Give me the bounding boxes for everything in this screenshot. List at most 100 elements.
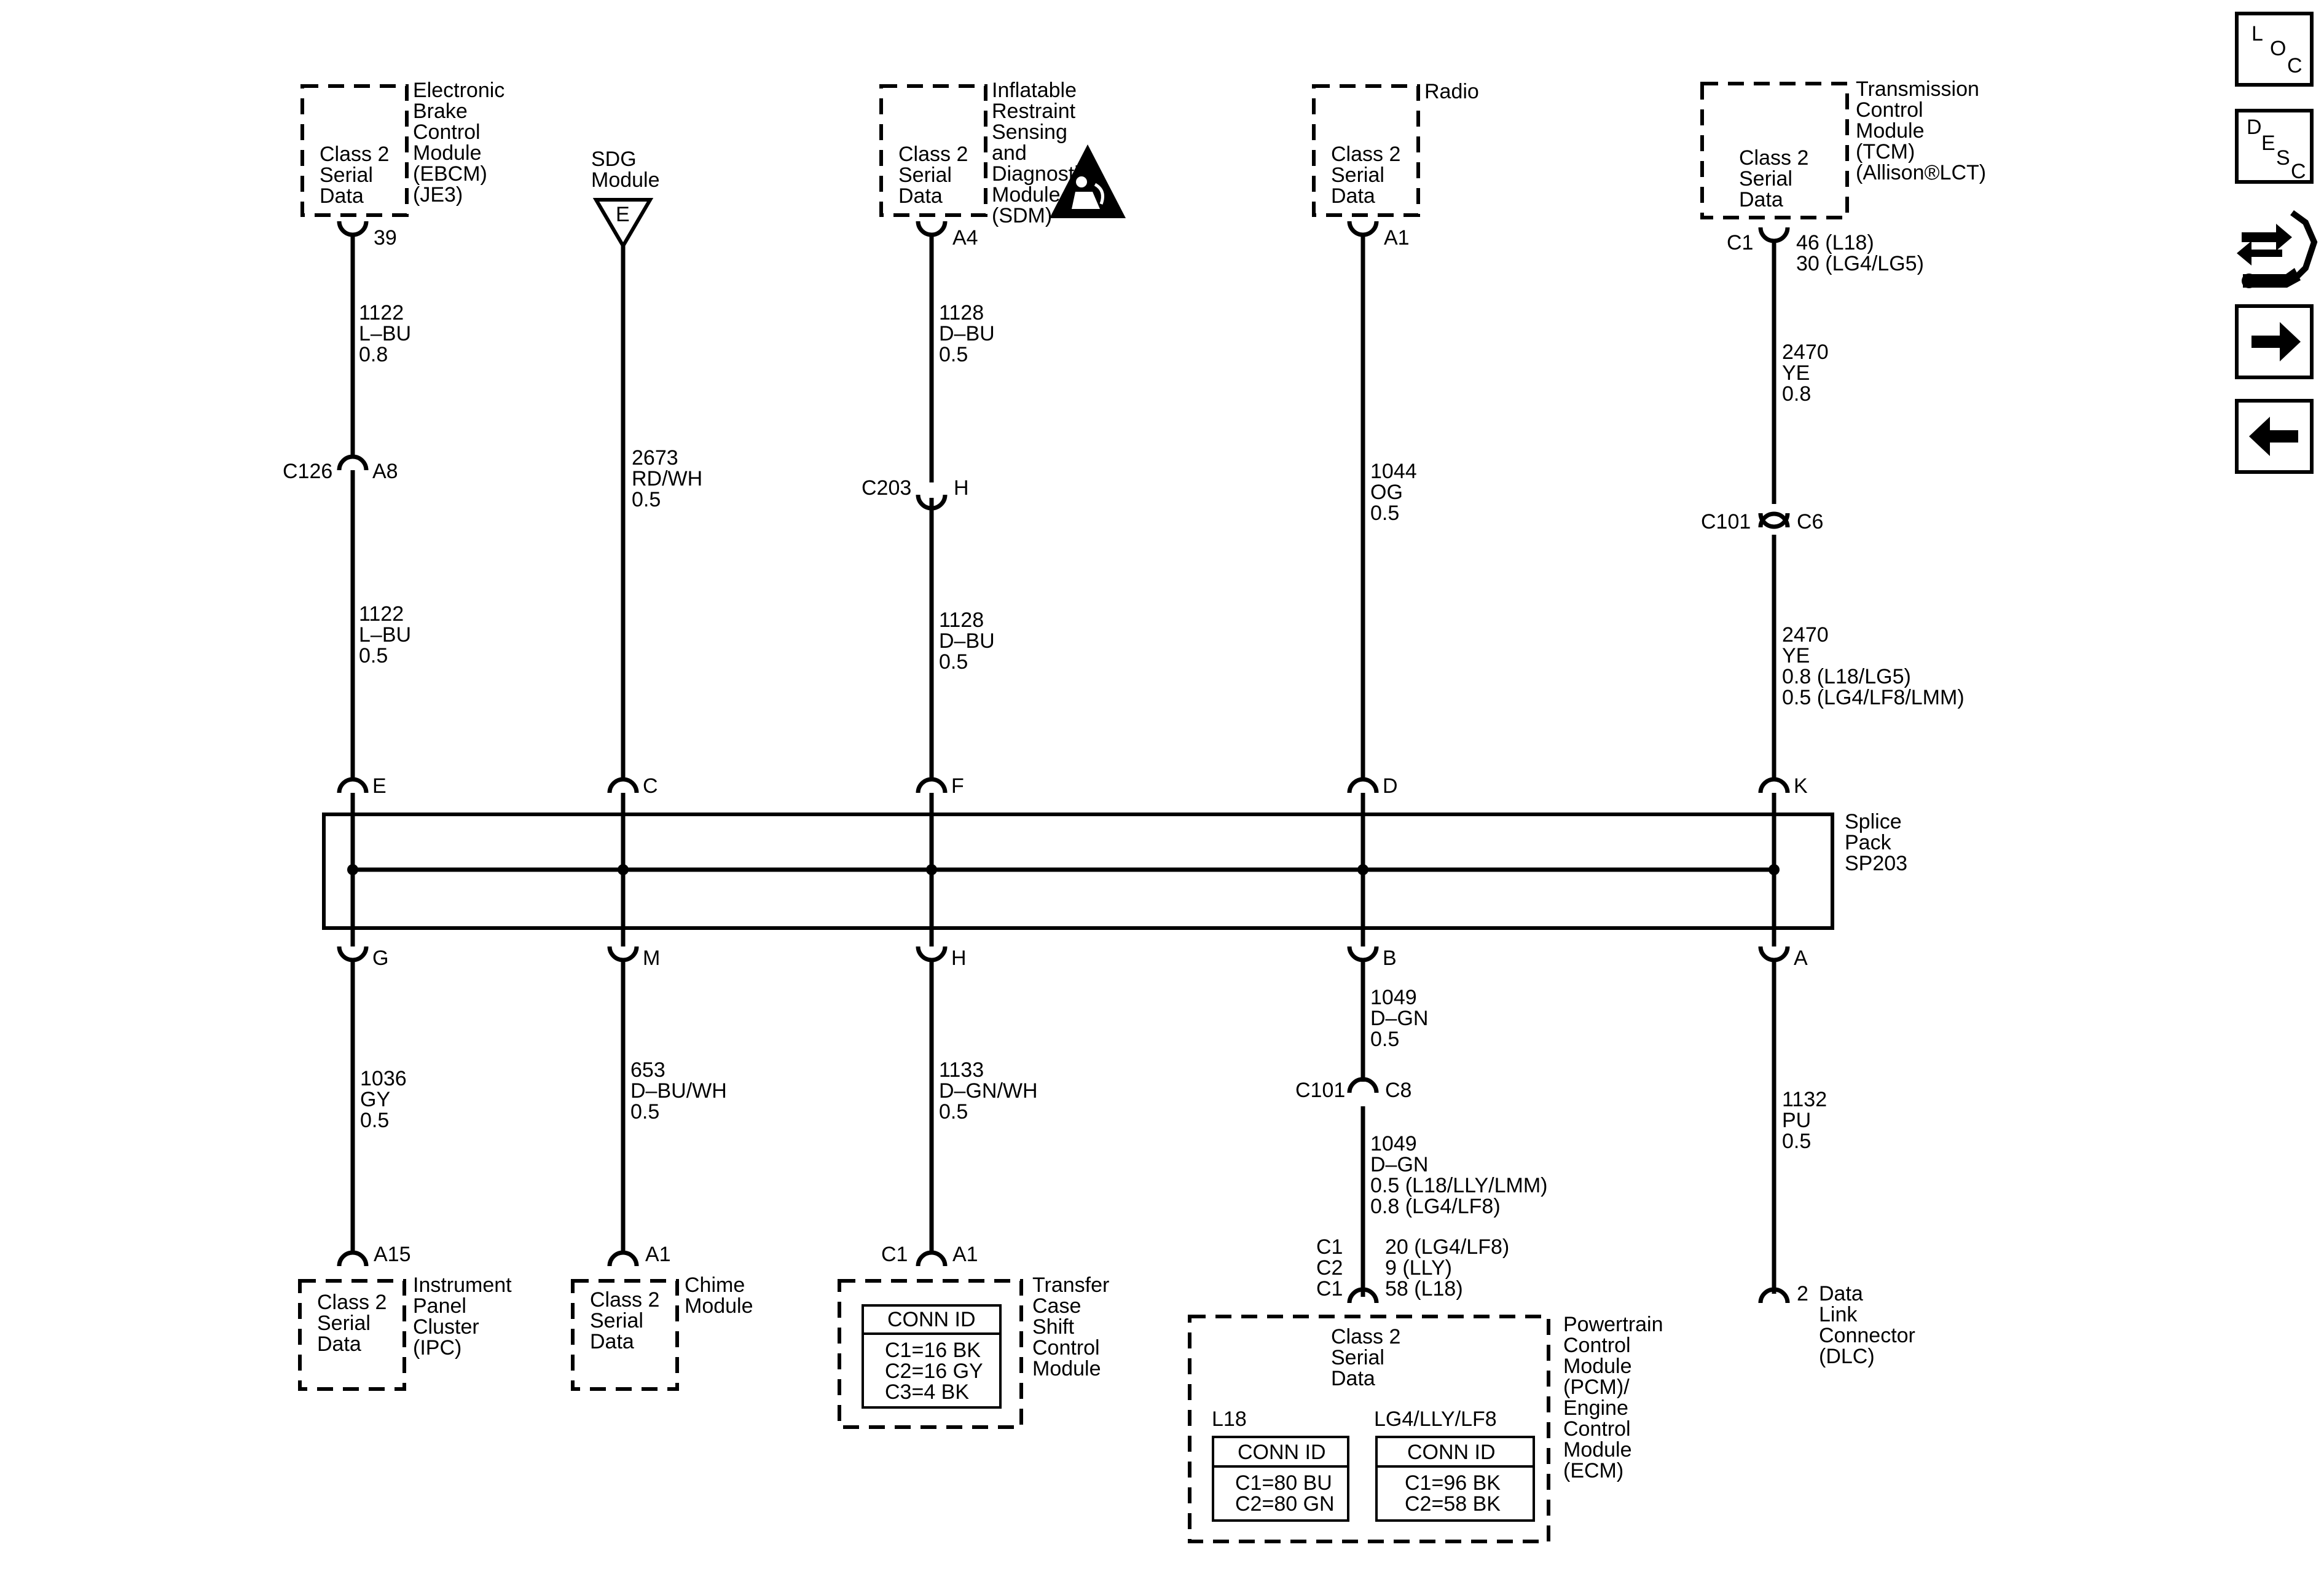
wire-label-sdg: 2673 RD/WH 0.5 [632, 446, 702, 511]
airbag-warning-icon [1050, 144, 1126, 218]
svg-text:C101: C101 [1701, 510, 1751, 533]
svg-text:Shift: Shift [1032, 1315, 1075, 1339]
splice-pin: D [1383, 774, 1398, 798]
chime-pin: A1 [645, 1243, 671, 1266]
svg-text:(SDM): (SDM) [992, 204, 1052, 227]
desc-button[interactable]: D E S C [2235, 109, 2314, 184]
prev-page-button[interactable] [2235, 399, 2314, 474]
svg-text:D–GN/WH: D–GN/WH [939, 1079, 1038, 1103]
svg-text:C126: C126 [283, 460, 332, 483]
splice-pin: C [643, 774, 658, 798]
wire-label-sdm-lower: 1128 D–BU 0.5 [939, 608, 995, 674]
transfer-conn-id-table [862, 1304, 1002, 1409]
svg-text:D–GN: D–GN [1370, 1007, 1428, 1030]
svg-text:Instrument: Instrument [413, 1273, 512, 1297]
wire-label-ipc: 1036 GY 0.5 [360, 1067, 407, 1132]
ipc-module[interactable]: Class 2 Serial Data Instrument Panel Clu… [298, 1273, 512, 1391]
svg-text:1122: 1122 [359, 602, 404, 626]
splice-pin: G [372, 946, 388, 970]
svg-text:(TCM): (TCM) [1856, 140, 1915, 163]
svg-text:1132: 1132 [1782, 1088, 1827, 1111]
svg-text:C: C [2287, 54, 2302, 77]
pcm-pin: 58 (L18) [1385, 1277, 1463, 1301]
svg-text:Case: Case [1032, 1294, 1081, 1318]
splice-pack-box [322, 813, 1834, 930]
svg-text:0.5: 0.5 [630, 1100, 659, 1124]
svg-text:PU: PU [1782, 1109, 1811, 1132]
splice-pin: A [1794, 946, 1808, 970]
svg-text:Brake: Brake [413, 100, 468, 123]
transfer-case-module[interactable]: CONN ID C1=16 BK C2=16 GY C3=4 BK Transf… [838, 1273, 1109, 1429]
svg-text:Data: Data [1331, 1367, 1375, 1390]
chime-connector [607, 1250, 639, 1267]
svg-text:Transfer: Transfer [1032, 1273, 1109, 1297]
svg-text:L–BU: L–BU [359, 322, 411, 345]
transfer-connector [916, 1250, 948, 1267]
tcm-module[interactable]: Class 2 Serial Data Transmission Control… [1700, 77, 1986, 219]
connector-arc [916, 777, 948, 793]
wire-label-tcm-upper: 2470 YE 0.8 [1782, 340, 1829, 406]
svg-text:Data: Data [1739, 188, 1783, 211]
svg-text:Sensing: Sensing [992, 120, 1067, 144]
loc-button[interactable]: L O C [2235, 12, 2314, 87]
ebcm-module[interactable]: Class 2 Serial Data Electronic Brake Con… [300, 79, 504, 217]
arrow-left-icon [2249, 417, 2298, 456]
svg-text:0.5: 0.5 [939, 1100, 968, 1124]
svg-text:(IPC): (IPC) [413, 1336, 461, 1360]
pcm-lg4-conn-table [1375, 1436, 1535, 1522]
svg-text:Data: Data [317, 1332, 361, 1356]
dlc-module[interactable]: 2 Data Link Connector (DLC) [1758, 1282, 1915, 1368]
chime-module[interactable]: Class 2 Serial Data Chime Module [571, 1273, 753, 1391]
svg-text:H: H [954, 476, 969, 500]
svg-text:Powertrain: Powertrain [1563, 1313, 1663, 1336]
svg-text:L18: L18 [1212, 1407, 1247, 1431]
svg-text:C3=4 BK: C3=4 BK [885, 1380, 969, 1404]
pcm-module[interactable]: Class 2 Serial Data L18 CONN ID C1=80 BU… [1188, 1313, 1663, 1543]
svg-text:0.5 (LG4/LF8/LMM): 0.5 (LG4/LF8/LMM) [1782, 686, 1965, 709]
svg-text:C: C [2291, 160, 2306, 183]
svg-text:1036: 1036 [360, 1067, 407, 1090]
svg-text:Panel: Panel [413, 1294, 466, 1318]
connector-tool-icon[interactable] [2237, 210, 2318, 288]
svg-text:Module: Module [1856, 119, 1925, 143]
svg-text:Module: Module [591, 168, 660, 192]
svg-text:CONN ID: CONN ID [1407, 1441, 1496, 1464]
sdg-triangle-icon [592, 198, 654, 250]
radio-connector [1347, 221, 1379, 237]
sdg-module[interactable]: SDG Module E [591, 148, 660, 250]
splice-pin: M [643, 946, 660, 970]
radio-module[interactable]: Class 2 Serial Data Radio [1312, 80, 1479, 217]
svg-text:D: D [2247, 116, 2262, 139]
splice-pin: E [372, 774, 387, 798]
svg-text:E: E [616, 203, 630, 226]
wire-label-transfer: 1133 D–GN/WH 0.5 [939, 1058, 1038, 1124]
wire-label-ebcm-lower: 1122 L–BU 0.5 [359, 602, 411, 667]
next-page-button[interactable] [2235, 304, 2314, 379]
sdm-box [879, 84, 987, 217]
ebcm-box [300, 84, 409, 217]
svg-text:Control: Control [1563, 1417, 1631, 1441]
connector-arc [1758, 777, 1790, 793]
svg-text:0.5: 0.5 [939, 343, 968, 366]
svg-text:0.5: 0.5 [1370, 1028, 1399, 1051]
sdm-module[interactable]: Class 2 Serial Data Inflatable Restraint… [879, 79, 1089, 227]
pcm-conn: C1 [1316, 1235, 1343, 1259]
svg-text:C2=16 GY: C2=16 GY [885, 1360, 983, 1383]
svg-text:Pack: Pack [1845, 831, 1892, 854]
svg-text:1044: 1044 [1370, 460, 1417, 483]
svg-text:0.5: 0.5 [359, 644, 388, 667]
svg-text:0.8 (L18/LG5): 0.8 (L18/LG5) [1782, 665, 1911, 688]
pcm-pin: 20 (LG4/LF8) [1385, 1235, 1509, 1259]
svg-text:(EBCM): (EBCM) [413, 162, 487, 186]
svg-text:0.8 (LG4/LF8): 0.8 (LG4/LF8) [1370, 1195, 1501, 1218]
connector-arc [1758, 946, 1790, 962]
svg-text:Serial: Serial [1331, 163, 1384, 187]
svg-text:Control: Control [1032, 1336, 1100, 1360]
splice-label: Splice Pack SP203 [1845, 810, 1907, 875]
svg-text:0.8: 0.8 [359, 343, 388, 366]
svg-text:(DLC): (DLC) [1819, 1345, 1875, 1368]
wire-label-dlc: 1132 PU 0.5 [1782, 1088, 1827, 1153]
splice-pin: F [951, 774, 964, 798]
svg-text:Radio: Radio [1424, 80, 1479, 103]
